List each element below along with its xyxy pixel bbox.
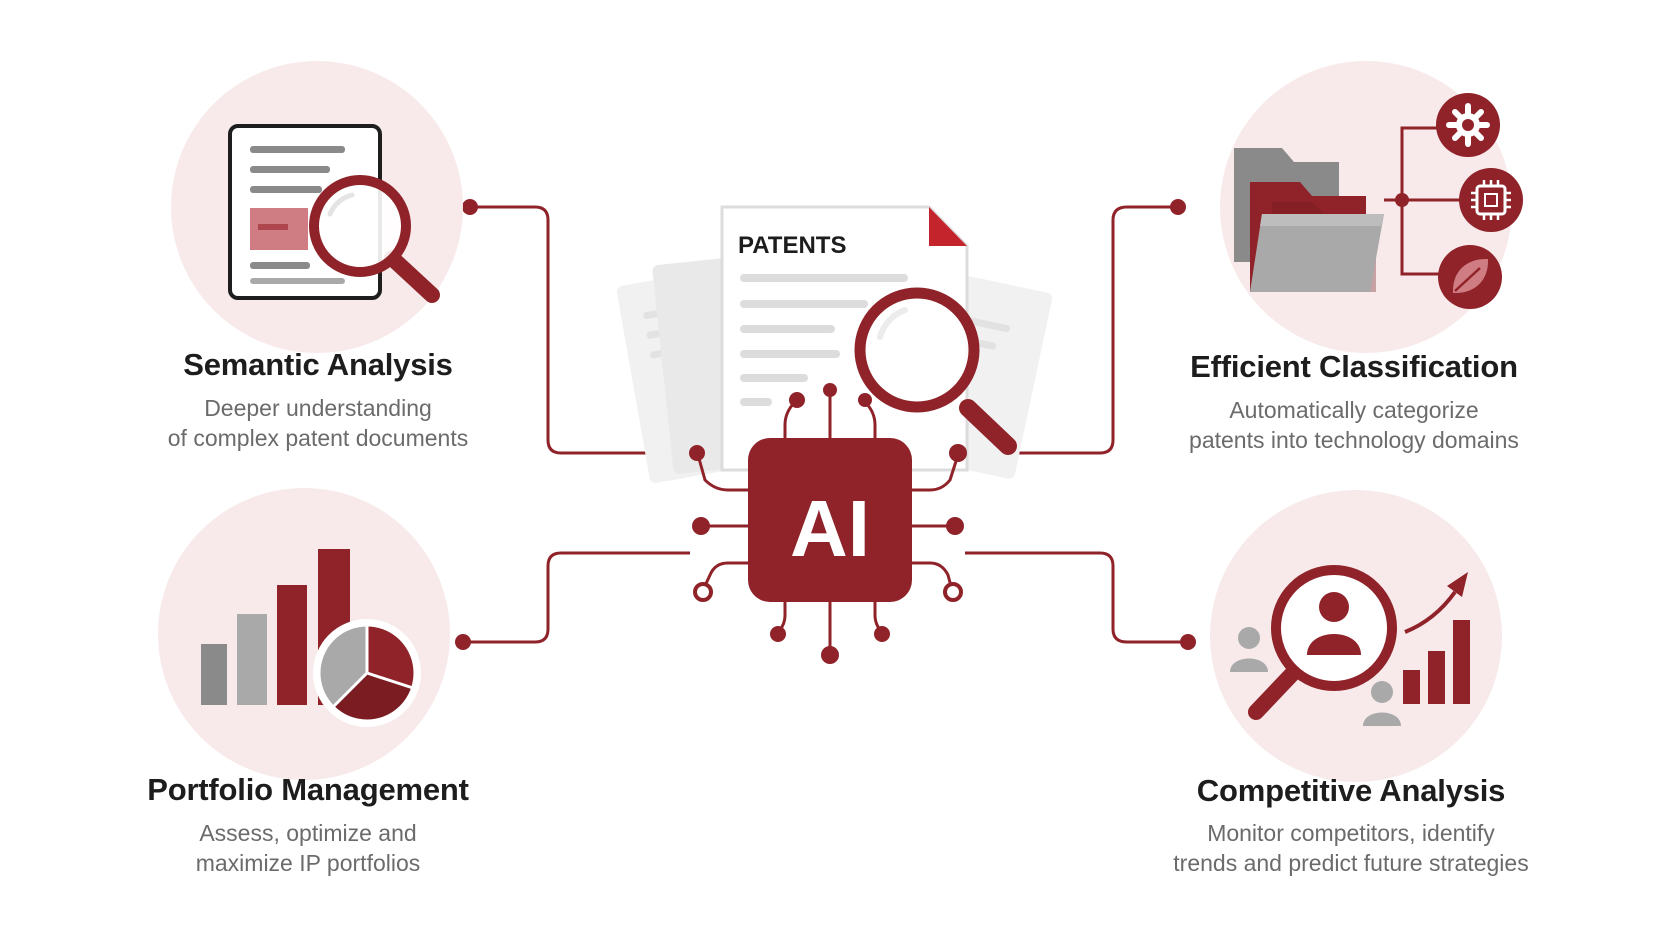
person-focus-icon (1319, 592, 1349, 622)
competitive-desc-line-1: Monitor competitors, identify (1207, 820, 1495, 846)
competitive-analysis-title: Competitive Analysis (1196, 773, 1506, 808)
chip-icon (1459, 168, 1523, 232)
connector-portfolio (463, 551, 690, 644)
classification-desc-line-1: Automatically categorize (1229, 397, 1479, 423)
connector-classification (965, 205, 1178, 455)
competitive-desc-line-2: trends and predict future strategies (1173, 850, 1529, 876)
patent-documents: PATENTS (616, 205, 1053, 483)
person-icon (1230, 627, 1401, 726)
semantic-desc-line-1: Deeper understanding (204, 395, 432, 421)
connector-dot (462, 199, 478, 215)
leaf-icon (1438, 245, 1502, 309)
document-magnifier-icon (228, 124, 440, 303)
ai-label: AI (790, 484, 870, 573)
bar-pie-chart-icon (201, 549, 421, 727)
semantic-analysis-title: Semantic Analysis (183, 347, 453, 382)
portfolio-desc-line-2: maximize IP portfolios (195, 850, 421, 876)
magnifier-icon (854, 287, 980, 413)
portfolio-management-description: Assess, optimize and maximize IP portfol… (48, 818, 568, 878)
connector-competitive (965, 551, 1188, 644)
portfolio-desc-line-1: Assess, optimize and (199, 820, 417, 846)
connectors (463, 205, 1188, 644)
semantic-analysis-description: Deeper understanding of complex patent d… (58, 393, 578, 453)
efficient-classification-description: Automatically categorize patents into te… (1094, 395, 1614, 455)
connector-endpoints (455, 199, 1196, 650)
portfolio-management-title: Portfolio Management (147, 772, 469, 807)
efficient-classification-title: Efficient Classification (1190, 349, 1518, 384)
gear-icon (1436, 93, 1500, 157)
classification-desc-line-2: patents into technology domains (1189, 427, 1519, 453)
connector-semantic (470, 205, 700, 455)
ai-chip: AI (689, 383, 967, 664)
folder-tree-icon (1234, 93, 1523, 309)
connector-dot (1180, 634, 1196, 650)
competitive-analysis-description: Monitor competitors, identify trends and… (1091, 818, 1611, 878)
semantic-desc-line-2: of complex patent documents (167, 425, 469, 451)
connector-dot (455, 634, 471, 650)
connector-dot (1170, 199, 1186, 215)
person-search-trend-icon (1230, 565, 1470, 726)
patents-label: PATENTS (738, 232, 846, 259)
